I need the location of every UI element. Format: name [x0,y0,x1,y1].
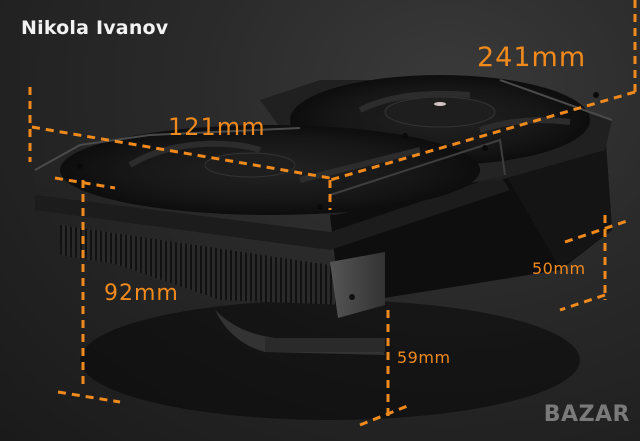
floor-shadow [80,300,580,420]
lower-frame [35,175,510,250]
watermark-logo: BAZAR [543,402,630,427]
side-plate [330,252,385,318]
dimension-label-length: 241mm [477,42,587,73]
dimension-label-height-base: 59mm [397,348,451,367]
fan-hub-light [434,102,446,106]
dimension-label-fan-width: 121mm [168,113,266,141]
dimension-label-depth: 92mm [104,281,179,306]
dimension-lines [28,0,637,427]
dimension-label-height-right: 50mm [532,259,586,278]
seller-name: Nikola Ivanov [21,17,169,39]
